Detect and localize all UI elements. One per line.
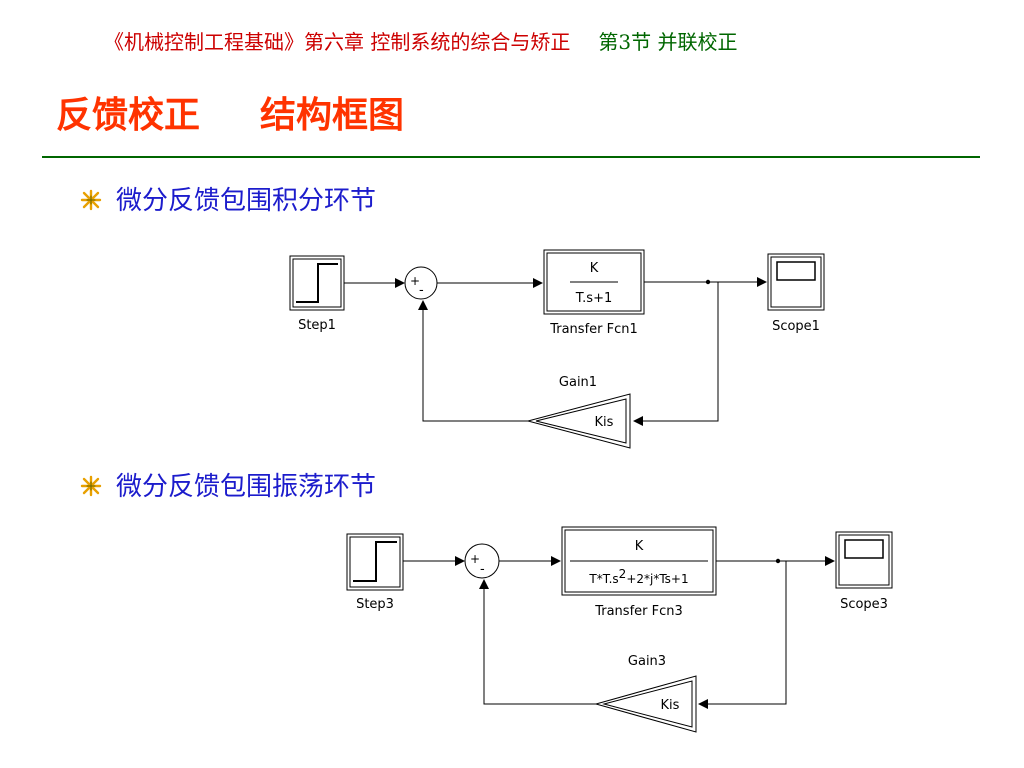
tf-label-2: Transfer Fcn3 [594,604,683,619]
title-divider [42,156,980,158]
tf-label-1: Transfer Fcn1 [549,322,638,337]
sum-block-1[interactable]: + - [404,266,438,300]
feedback-line [633,282,719,426]
step-label-2: Step3 [356,597,394,612]
gain-value-1: Kis [595,415,614,430]
course-title: 《机械控制工程基础》第六章 控制系统的综合与矫正 [104,30,571,54]
sum-plus-sign: + [470,552,480,566]
feedback-line [418,300,528,422]
bullet-text-1: 微分反馈包围积分环节 [116,186,377,216]
page-title: 反馈校正 结构框图 [56,86,404,138]
block-diagram-2: Step3 + - K T*T.s2+2*j*Ts+1 Transfer Fcn… [346,526,893,733]
scope-label-2: Scope3 [840,597,888,612]
scope-block-2[interactable] [835,531,893,589]
scope-block-1[interactable] [767,253,825,311]
page-title-part2: 结构框图 [260,95,405,136]
gain-block-1[interactable]: Kis [526,393,631,449]
branch-point [775,558,781,564]
transfer-fcn-block-1[interactable]: K T.s+1 [543,249,645,315]
sum-minus-sign: - [419,283,424,298]
step-block-1[interactable] [289,255,345,311]
bullet-text-2: 微分反馈包围振荡环节 [116,472,377,502]
bullet-item-1: 微分反馈包围积分环节 [80,180,376,217]
sum-plus-sign: + [410,274,420,288]
starburst-bullet-icon [80,189,102,211]
gain-block-2[interactable]: Kis [594,675,697,733]
bullet-item-2: 微分反馈包围振荡环节 [80,466,376,503]
scope-label-1: Scope1 [772,319,820,334]
tf-numerator-2: K [635,539,644,554]
feedback-line [479,579,596,705]
slide-header: 《机械控制工程基础》第六章 控制系统的综合与矫正 第3节 并联校正 [104,26,737,55]
feedback-line [698,561,787,709]
sum-minus-sign: - [480,562,485,577]
tf-numerator-1: K [590,261,599,276]
step-label-1: Step1 [298,318,336,333]
branch-point [705,279,711,285]
tf-denominator-1: T.s+1 [575,291,612,306]
sum-block-2[interactable]: + - [464,543,500,579]
starburst-bullet-icon [80,475,102,497]
gain-label-2: Gain3 [628,654,666,669]
page-title-part1: 反馈校正 [56,95,201,136]
step-block-2[interactable] [346,533,404,591]
section-title: 第3节 并联校正 [598,30,738,54]
gain-label-1: Gain1 [559,375,597,390]
transfer-fcn-block-2[interactable]: K T*T.s2+2*j*Ts+1 [561,526,717,596]
gain-value-2: Kis [661,698,680,713]
tf-denominator-2: T*T.s2+2*j*Ts+1 [588,567,688,586]
block-diagram-1: Step1 + - K T.s+1 Transfer Fcn1 [289,249,825,449]
